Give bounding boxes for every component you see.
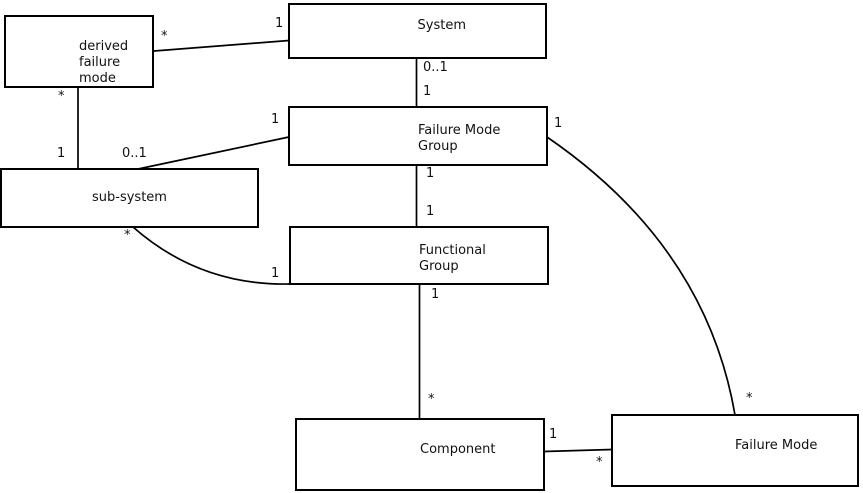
class-box-derived-failure-mode: derived failure mode — [4, 15, 154, 88]
connector-derived-failure-mode-system — [153, 39, 290, 52]
class-box-label: Component — [420, 442, 541, 458]
multiplicity-label-sub-system-end: * — [124, 228, 131, 243]
multiplicity-label-failure-mode-end: * — [596, 455, 603, 470]
class-box-label: sub-system — [2, 190, 257, 206]
connector-component-failure-mode — [543, 448, 613, 453]
label-line: Failure Mode — [418, 123, 501, 138]
class-box-system: System — [288, 3, 547, 59]
multiplicity-label-system-end: 0..1 — [423, 60, 448, 75]
class-box-failure-mode-group: Failure Mode Group — [288, 106, 548, 166]
multiplicity-label-functional-group-end: 1 — [271, 266, 280, 281]
class-box-label: Functional Group — [419, 243, 545, 275]
class-box-component: Component — [295, 418, 545, 491]
label-line: System — [417, 18, 466, 33]
label-line: Group — [419, 258, 459, 274]
label-line: failure — [79, 54, 121, 70]
multiplicity-label-failure-mode-group-end: 1 — [554, 116, 563, 131]
multiplicity-label-failure-mode-group-end: 1 — [426, 166, 435, 181]
connector-sub-system-functional-group — [132, 226, 291, 285]
class-box-label: Failure Mode Group — [418, 123, 544, 155]
class-box-label: derived failure mode — [79, 39, 150, 87]
multiplicity-label-sub-system-end: 1 — [57, 146, 66, 161]
multiplicity-label-derived-failure-mode-end: * — [161, 29, 168, 44]
class-box-label: Failure Mode — [735, 438, 855, 454]
label-line: mode — [79, 70, 116, 86]
class-box-label: System — [418, 18, 544, 34]
connector-sub-system-failure-mode-group — [137, 136, 290, 170]
class-box-failure-mode: Failure Mode — [611, 414, 859, 487]
label-line: sub-system — [92, 190, 167, 205]
class-box-sub-system: sub-system — [0, 168, 259, 228]
connector-failure-mode-group-failure-mode — [546, 136, 736, 416]
class-box-functional-group: Functional Group — [289, 226, 549, 285]
label-line: Functional — [419, 242, 486, 258]
multiplicity-label-functional-group-end: 1 — [431, 287, 440, 302]
multiplicity-label-sub-system-end: 0..1 — [122, 146, 147, 161]
label-line: Component — [420, 441, 496, 457]
multiplicity-label-failure-mode-group-end: 1 — [271, 112, 280, 127]
label-line: derived — [79, 38, 129, 54]
multiplicity-label-component-end: 1 — [549, 427, 558, 442]
multiplicity-label-functional-group-end: 1 — [426, 204, 435, 219]
multiplicity-label-failure-mode-group-end: 1 — [423, 84, 432, 99]
label-line: Group — [418, 139, 458, 154]
multiplicity-label-failure-mode-end: * — [746, 391, 753, 406]
multiplicity-label-derived-failure-mode-end: * — [58, 89, 65, 104]
multiplicity-label-component-end: * — [428, 392, 435, 407]
multiplicity-label-system-end: 1 — [275, 16, 284, 31]
label-line: Failure Mode — [735, 437, 818, 453]
